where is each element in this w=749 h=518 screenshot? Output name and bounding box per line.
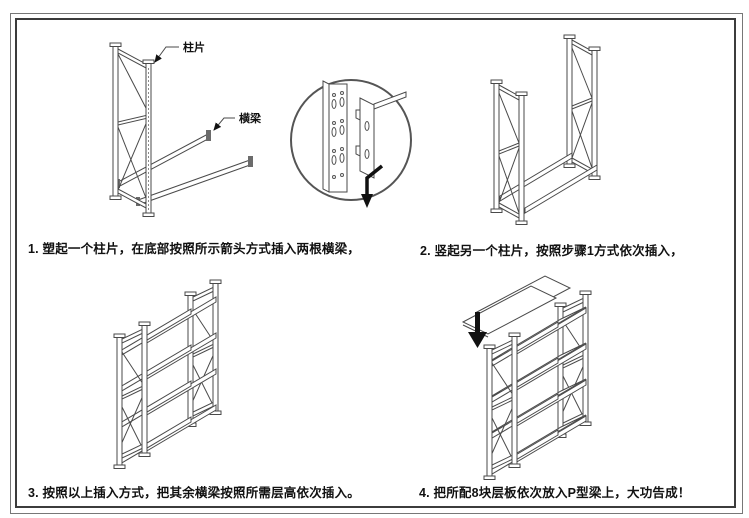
column-callout: 柱片: [154, 40, 205, 63]
inner-border: [15, 18, 736, 508]
step4-caption: 4. 把所配8块层板依次放入P型梁上，大功告成！: [419, 486, 691, 500]
detail-circle-inset: [290, 79, 412, 208]
column-leader-arrow: [154, 46, 179, 63]
step3-diagram: [113, 279, 222, 469]
front-column-frame: [113, 321, 151, 469]
column-frame-drawing: [109, 42, 155, 217]
step2-diagram: [490, 34, 601, 225]
step2-caption: 2. 竖起另一个柱片，按照步骤1方式依次插入，: [420, 244, 683, 258]
rear-column-frame: [184, 279, 222, 427]
beam-callout: 横梁: [213, 111, 262, 131]
step1-caption: 1. 塑起一个柱片，在底部按照所示箭头方式插入两根横梁，: [28, 242, 360, 256]
bottom-beams: [499, 152, 598, 214]
beam-leader-arrow: [213, 117, 235, 131]
beam-drawing: [116, 130, 253, 206]
front-beams: [119, 308, 192, 465]
column-holes: [331, 91, 345, 179]
beam-label: 横梁: [239, 111, 262, 125]
detail-insert-arrow-icon: [361, 164, 384, 208]
step3-caption: 3. 按照以上插入方式，把其余横梁按照所需层高依次插入。: [28, 486, 360, 500]
step4-diagram: [461, 275, 592, 480]
outer-border: [10, 13, 743, 514]
column-label: 柱片: [183, 40, 205, 54]
left-column-frame: [490, 79, 528, 225]
front-column-frame: [483, 332, 521, 480]
shelf-place-arrow-icon: [468, 312, 487, 348]
step1-diagram: 柱片 横梁: [109, 40, 412, 217]
